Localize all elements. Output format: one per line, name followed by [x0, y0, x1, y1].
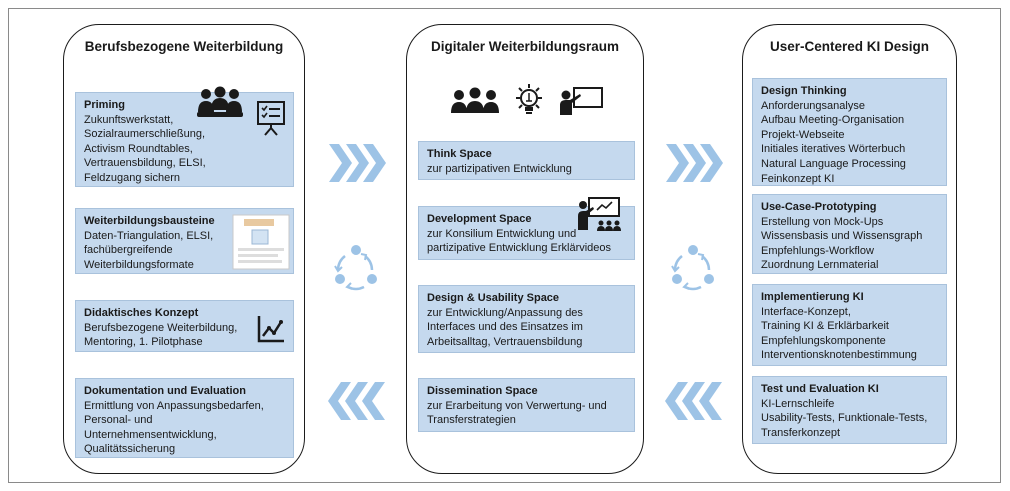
- box-heading: Design Thinking: [761, 85, 847, 97]
- group-icon: [197, 86, 243, 117]
- panel-title: User-Centered KI Design: [769, 39, 930, 54]
- box-dokumentation-und-evaluation: Dokumentation und Evaluation Ermittlung …: [75, 378, 294, 458]
- box-heading: Implementierung KI: [761, 291, 864, 303]
- box-heading: Use-Case-Prototyping: [761, 201, 877, 213]
- chevron-left-icon: [665, 382, 722, 420]
- box-text: zur partizipativen Entwicklung: [427, 162, 572, 175]
- box-heading: Design & Usability Space: [427, 292, 560, 304]
- box-text: Berufsbezogene Weiterbildung, Mentoring,…: [84, 321, 238, 349]
- box-heading: Dokumentation und Evaluation: [84, 385, 246, 397]
- box-didaktisches-konzept: Didaktisches Konzept Berufsbezogene Weit…: [75, 300, 294, 352]
- box-text: Interface-Konzept, Training KI & Erklärb…: [761, 305, 917, 362]
- presenter-icon: [578, 197, 621, 231]
- box-use-case-prototyping: Use-Case-Prototyping Erstellung von Mock…: [752, 194, 947, 274]
- box-text: Daten-Triangulation, ELSI, fachübergreif…: [84, 229, 214, 271]
- cycle-icon: [671, 245, 714, 291]
- box-design-thinking: Design Thinking Anforderungsanalyse Aufb…: [752, 78, 947, 186]
- group-icon: [451, 87, 499, 113]
- checklist-board-icon: [257, 101, 285, 136]
- box-heading: Weiterbildungsbausteine: [84, 215, 215, 227]
- box-text: zur Entwicklung/Anpassung des Interfaces…: [427, 306, 583, 348]
- box-heading: Development Space: [427, 213, 532, 225]
- chevron-left-icon: [328, 382, 385, 420]
- box-dissemination-space: Dissemination Space zur Erarbeitung von …: [418, 378, 635, 432]
- box-design-usability-space: Design & Usability Space zur Entwicklung…: [418, 285, 635, 353]
- document-thumbnail-icon: [232, 214, 290, 270]
- presenter-icon: [560, 87, 603, 115]
- box-implementierung-ki: Implementierung KI Interface-Konzept, Tr…: [752, 284, 947, 366]
- cycle-icon: [334, 245, 377, 291]
- box-priming: Priming Zukunftswerkstatt, Sozialraumers…: [75, 92, 294, 187]
- box-text: Ermittlung von Anpassungsbedarfen, Perso…: [84, 399, 264, 456]
- chevron-right-icon: [329, 144, 386, 182]
- panel-title: Berufsbezogene Weiterbildung: [84, 39, 284, 54]
- box-development-space: Development Space zur Konsilium Entwickl…: [418, 206, 635, 260]
- box-heading: Test und Evaluation KI: [761, 383, 879, 395]
- box-think-space: Think Space zur partizipativen Entwicklu…: [418, 141, 635, 180]
- figure-frame: [8, 8, 1001, 483]
- box-text: Zukunftswerkstatt, Sozialraumerschließun…: [84, 113, 206, 184]
- chevron-right-icon: [666, 144, 723, 182]
- panel-title: Digitaler Weiterbildungsraum: [430, 39, 620, 54]
- box-text: Erstellung von Mock-Ups Wissensbasis und…: [761, 215, 923, 272]
- box-heading: Priming: [84, 99, 125, 111]
- box-heading: Dissemination Space: [427, 385, 538, 397]
- box-text: Anforderungsanalyse Aufbau Meeting-Organ…: [761, 99, 906, 185]
- box-text: zur Konsilium Entwicklung und partizipat…: [427, 227, 612, 255]
- box-test-und-evaluation-ki: Test und Evaluation KI KI-Lernschleife U…: [752, 376, 947, 444]
- idea-bulb-icon: [516, 84, 542, 114]
- box-heading: Think Space: [427, 148, 492, 160]
- line-chart-icon: [257, 316, 284, 343]
- box-text: KI-Lernschleife Usability-Tests, Funktio…: [761, 397, 928, 439]
- box-heading: Didaktisches Konzept: [84, 307, 199, 319]
- box-text: zur Erarbeitung von Verwertung- und Tran…: [427, 399, 607, 427]
